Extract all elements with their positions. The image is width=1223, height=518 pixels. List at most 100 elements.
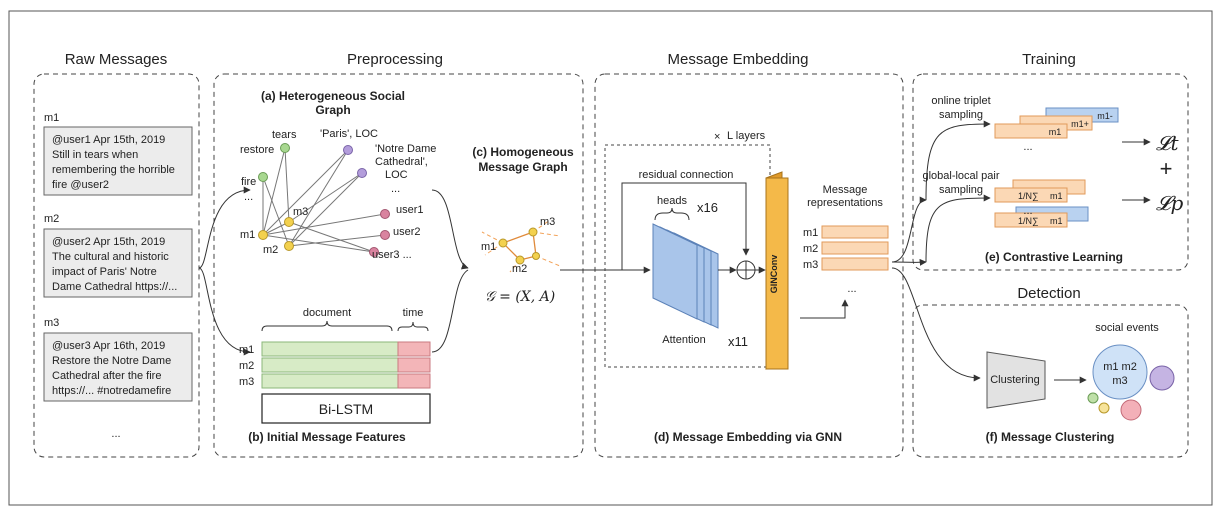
- features-caption: (b) Initial Message Features: [248, 430, 406, 444]
- pair-label-line1: global-local pair: [922, 170, 999, 182]
- repr-bar-m1: [822, 226, 888, 238]
- heads-brace: [655, 208, 689, 220]
- raw-m2-label: m2: [44, 213, 59, 225]
- graph-formula: 𝒢 = (X, A): [485, 289, 556, 305]
- hetero-edges: [263, 148, 385, 252]
- label-user3: user3 ...: [372, 249, 412, 261]
- raw-ellipsis: ...: [111, 428, 120, 440]
- triplet-label-line2: sampling: [939, 109, 983, 121]
- repr-row-m3: m3: [803, 259, 818, 271]
- label-paris: 'Paris', LOC: [320, 128, 378, 140]
- arrow-pair-sampling: [926, 198, 990, 262]
- triplet-dots: ...: [1023, 141, 1032, 153]
- triplet-neg-label: m1-: [1097, 111, 1113, 121]
- bilstm-label: Bi-LSTM: [319, 401, 373, 417]
- pair-label-line2: sampling: [939, 184, 983, 196]
- label-fire: fire: [241, 176, 256, 188]
- doc-bar-m1: [262, 342, 398, 356]
- pair-neg-m1: m1: [1050, 216, 1063, 226]
- label-dots2: ...: [391, 183, 400, 195]
- raw-m2-line4: Dame Cathedral https://...: [52, 281, 177, 293]
- training-title: Training: [1022, 51, 1076, 68]
- label-notre-1: 'Notre Dame: [375, 143, 436, 155]
- repr-row-m1: m1: [803, 227, 818, 239]
- loss-t: 𝓛t: [1156, 131, 1180, 155]
- raw-m1-line2: Still in tears when: [52, 149, 138, 161]
- time-bar-m3: [398, 374, 430, 388]
- time-bar-m1: [398, 342, 430, 356]
- detection-title: Detection: [1017, 285, 1080, 302]
- label-notre-3: LOC: [385, 169, 408, 181]
- time-label: time: [403, 307, 424, 319]
- cluster-label-line1: m1 m2: [1103, 361, 1137, 373]
- triplet-pos-label: m1+: [1071, 119, 1089, 129]
- triplet-label-line1: online triplet: [931, 95, 990, 107]
- clustering-label: Clustering: [990, 374, 1040, 386]
- document-label: document: [303, 307, 351, 319]
- node-tears: [281, 144, 290, 153]
- residual-label: residual connection: [639, 169, 734, 181]
- label-user2: user2: [393, 226, 421, 238]
- node-m2: [285, 242, 294, 251]
- homo-node-m3: [529, 228, 537, 236]
- attention-count: x11: [728, 334, 748, 349]
- feedback-arrow: [800, 300, 845, 318]
- repr-label-line1: Message: [823, 184, 868, 196]
- heads-count: x16: [697, 200, 718, 215]
- loss-plus: +: [1160, 156, 1173, 181]
- raw-m1-line1: @user1 Apr 15th, 2019: [52, 134, 165, 146]
- preprocessing-title: Preprocessing: [347, 51, 443, 68]
- hetero-caption-line1: (a) Heterogeneous Social: [261, 89, 405, 103]
- homo-label-m1: m1: [481, 241, 496, 253]
- event-cluster-green: [1088, 393, 1098, 403]
- contrastive-caption: (e) Contrastive Learning: [985, 250, 1123, 264]
- heads-label: heads: [657, 195, 687, 207]
- homo-label-m3: m3: [540, 216, 555, 228]
- pair-stack: [995, 180, 1088, 227]
- raw-m2-line2: The cultural and historic: [52, 251, 169, 263]
- raw-m1-line3: remembering the horrible: [52, 164, 175, 176]
- raw-m3-line1: @user3 Apr 16th, 2019: [52, 340, 165, 352]
- gnn-caption: (d) Message Embedding via GNN: [654, 430, 842, 444]
- homo-node-m1: [499, 239, 507, 247]
- feature-row-m3: m3: [239, 376, 254, 388]
- arrow-to-triplet: [892, 200, 926, 262]
- raw-m2-line1: @user2 Apr 15th, 2019: [52, 236, 165, 248]
- repr-bar-m3: [822, 258, 888, 270]
- hetero-caption-line2: Graph: [315, 103, 350, 117]
- arrow-raw-to-features: [199, 268, 250, 352]
- node-paris: [344, 146, 353, 155]
- raw-m3-line3: Cathedral after the fire: [52, 370, 161, 382]
- node-user2: [381, 231, 390, 240]
- attention-label: Attention: [662, 334, 705, 346]
- ginconv-label: GINConv: [769, 255, 779, 294]
- node-m1: [259, 231, 268, 240]
- event-cluster-yellow: [1099, 403, 1109, 413]
- pair-pos-avg: 1/N∑: [1018, 191, 1038, 201]
- raw-m2-line3: impact of Paris' Notre: [52, 266, 157, 278]
- loss-p: 𝓛p: [1156, 191, 1184, 215]
- message-embedding-title: Message Embedding: [668, 51, 809, 68]
- raw-m1-line4: fire @user2: [52, 179, 109, 191]
- homo-label-m2: m2: [512, 263, 527, 275]
- raw-m1-label: m1: [44, 112, 59, 124]
- repr-dots: ...: [847, 283, 856, 295]
- attention-stack: [653, 224, 718, 328]
- raw-m3-label: m3: [44, 317, 59, 329]
- events-label: social events: [1095, 322, 1159, 334]
- arrow-features-to-homo: [432, 270, 468, 352]
- doc-bar-m3: [262, 374, 398, 388]
- homo-caption-line2: Message Graph: [478, 160, 567, 174]
- pair-pos-m1: m1: [1050, 191, 1063, 201]
- node-fire: [259, 173, 268, 182]
- cluster-label-line2: m3: [1112, 375, 1127, 387]
- label-m1: m1: [240, 229, 255, 241]
- feature-row-m2: m2: [239, 360, 254, 372]
- triplet-anchor-label: m1: [1049, 127, 1062, 137]
- layers-label: L layers: [727, 130, 766, 142]
- raw-messages-title: Raw Messages: [65, 51, 168, 68]
- node-user1: [381, 210, 390, 219]
- document-brace: [262, 321, 392, 331]
